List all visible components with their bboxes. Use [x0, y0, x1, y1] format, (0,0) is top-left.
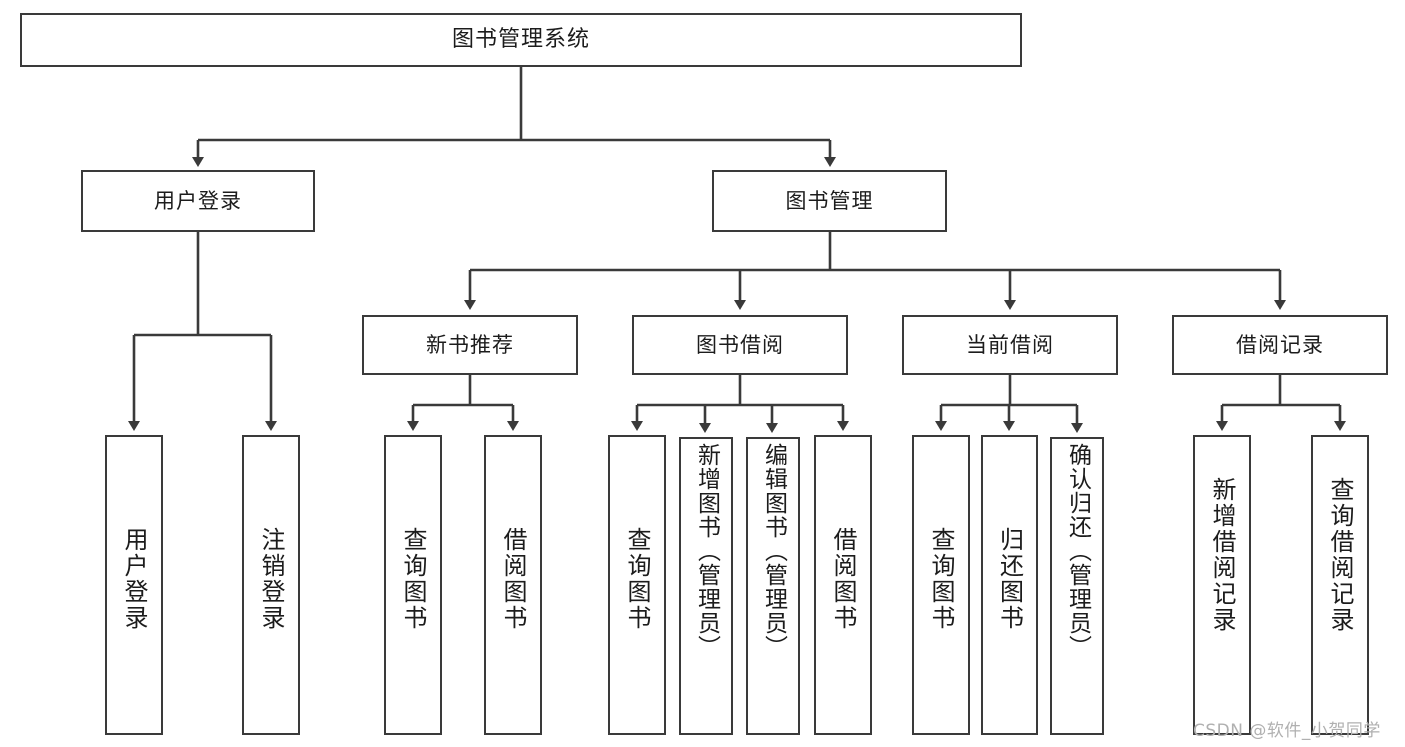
- leaf-borrow-book[interactable]: 借阅图书: [814, 435, 872, 735]
- node-label: 用户登录: [154, 188, 242, 213]
- leaf-add-book-admin[interactable]: 新增图书（管理员）: [679, 437, 733, 735]
- leaf-user-login[interactable]: 用户登录: [105, 435, 163, 735]
- node-current-borrow[interactable]: 当前借阅: [902, 315, 1118, 375]
- node-book-management[interactable]: 图书管理: [712, 170, 947, 232]
- node-label: 图书借阅: [696, 332, 784, 357]
- node-label: 新增图书（管理员）: [693, 443, 720, 659]
- node-label: 新书推荐: [426, 332, 514, 357]
- node-label: 查询图书: [927, 527, 955, 631]
- leaf-query-borrow-record[interactable]: 查询借阅记录: [1311, 435, 1369, 735]
- node-label: 归还图书: [995, 527, 1024, 631]
- node-book-borrow[interactable]: 图书借阅: [632, 315, 848, 375]
- node-label: 查询图书: [399, 527, 427, 631]
- node-label: 借阅记录: [1236, 332, 1324, 357]
- node-label: 借阅图书: [499, 527, 527, 631]
- leaf-query-book-recommend[interactable]: 查询图书: [384, 435, 442, 735]
- node-root-system[interactable]: 图书管理系统: [20, 13, 1022, 67]
- node-label: 查询借阅记录: [1326, 477, 1354, 633]
- leaf-query-book-current[interactable]: 查询图书: [912, 435, 970, 735]
- leaf-edit-book-admin[interactable]: 编辑图书（管理员）: [746, 437, 800, 735]
- leaf-borrow-book-recommend[interactable]: 借阅图书: [484, 435, 542, 735]
- node-label: 用户登录: [120, 527, 148, 631]
- node-label: 确认归还（管理员）: [1064, 443, 1091, 659]
- node-label: 编辑图书（管理员）: [760, 443, 787, 659]
- leaf-query-book-borrow[interactable]: 查询图书: [608, 435, 666, 735]
- leaf-confirm-return-admin[interactable]: 确认归还（管理员）: [1050, 437, 1104, 735]
- leaf-return-book[interactable]: 归还图书: [981, 435, 1038, 735]
- node-new-book-recommend[interactable]: 新书推荐: [362, 315, 578, 375]
- node-label: 图书管理: [785, 188, 874, 213]
- node-label: 新增借阅记录: [1208, 477, 1236, 633]
- node-borrow-record[interactable]: 借阅记录: [1172, 315, 1388, 375]
- node-label: 注销登录: [257, 527, 285, 631]
- leaf-add-borrow-record[interactable]: 新增借阅记录: [1193, 435, 1251, 735]
- node-user-login[interactable]: 用户登录: [81, 170, 315, 232]
- node-label: 借阅图书: [829, 527, 857, 631]
- node-label: 当前借阅: [966, 332, 1054, 357]
- node-label: 图书管理系统: [451, 27, 590, 53]
- leaf-user-logout[interactable]: 注销登录: [242, 435, 300, 735]
- csdn-watermark: CSDN @软件_小贺同学: [1193, 721, 1381, 741]
- node-label: 查询图书: [623, 527, 651, 631]
